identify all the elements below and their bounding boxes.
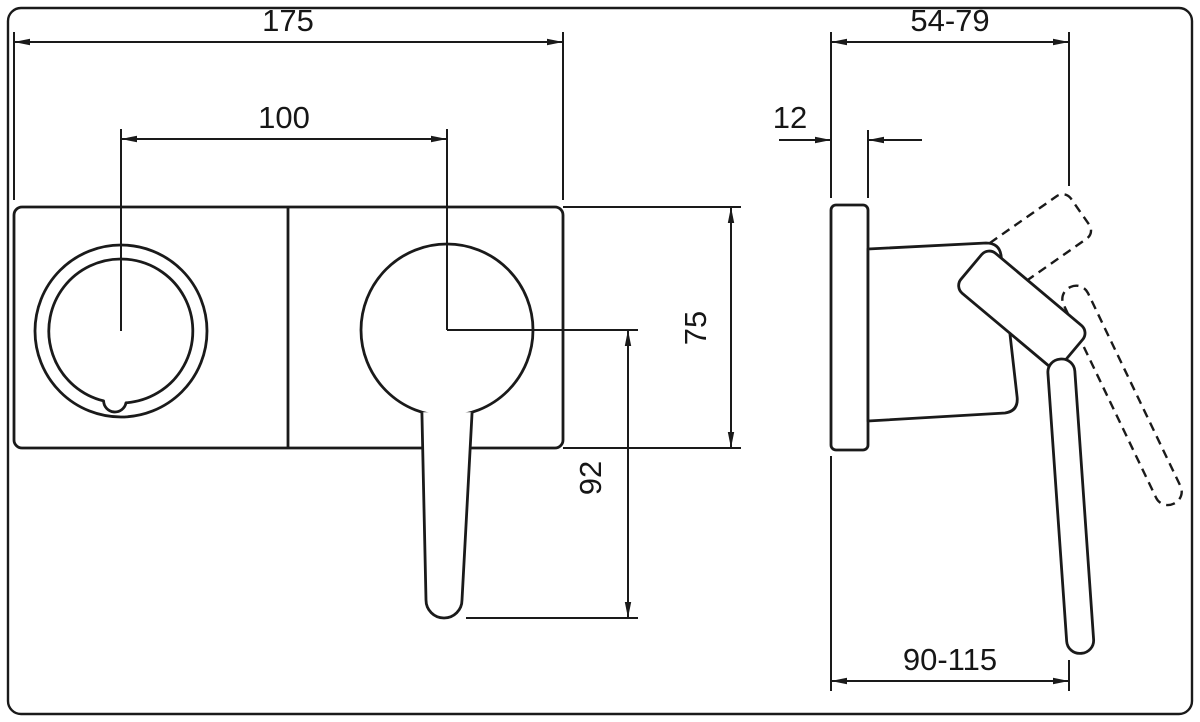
control-knob-inner	[47, 257, 195, 414]
lever-stick-solid	[1046, 357, 1096, 655]
lever-handle-front	[420, 412, 474, 620]
dimension-projection-range: 54-79	[830, 3, 1070, 198]
dimension-reach-range: 90-115	[830, 456, 1070, 691]
dim-label-12: 12	[773, 100, 807, 135]
dim-label-75: 75	[678, 311, 713, 345]
dimension-plate-thickness: 12	[773, 100, 922, 198]
side-view: 54-79 12 90-115	[773, 3, 1183, 691]
dim-label-92: 92	[573, 461, 608, 495]
dim-label-100: 100	[258, 100, 310, 135]
dimension-plate-height: 75	[563, 206, 741, 449]
dimension-lever-drop: 92	[447, 329, 638, 619]
dim-label-175: 175	[262, 3, 314, 38]
dim-label-90-115: 90-115	[903, 642, 997, 677]
dimension-plate-width: 175	[13, 3, 564, 200]
wall-plate-side	[829, 203, 870, 452]
dimension-handle-centers: 100	[120, 100, 448, 331]
lever-stick-dashed	[1061, 284, 1183, 507]
lever-paddle-solid	[957, 249, 1087, 369]
front-view: 175 100 75 92	[12, 3, 741, 620]
sheet-border	[6, 6, 1194, 716]
dim-label-54-79: 54-79	[910, 3, 989, 38]
